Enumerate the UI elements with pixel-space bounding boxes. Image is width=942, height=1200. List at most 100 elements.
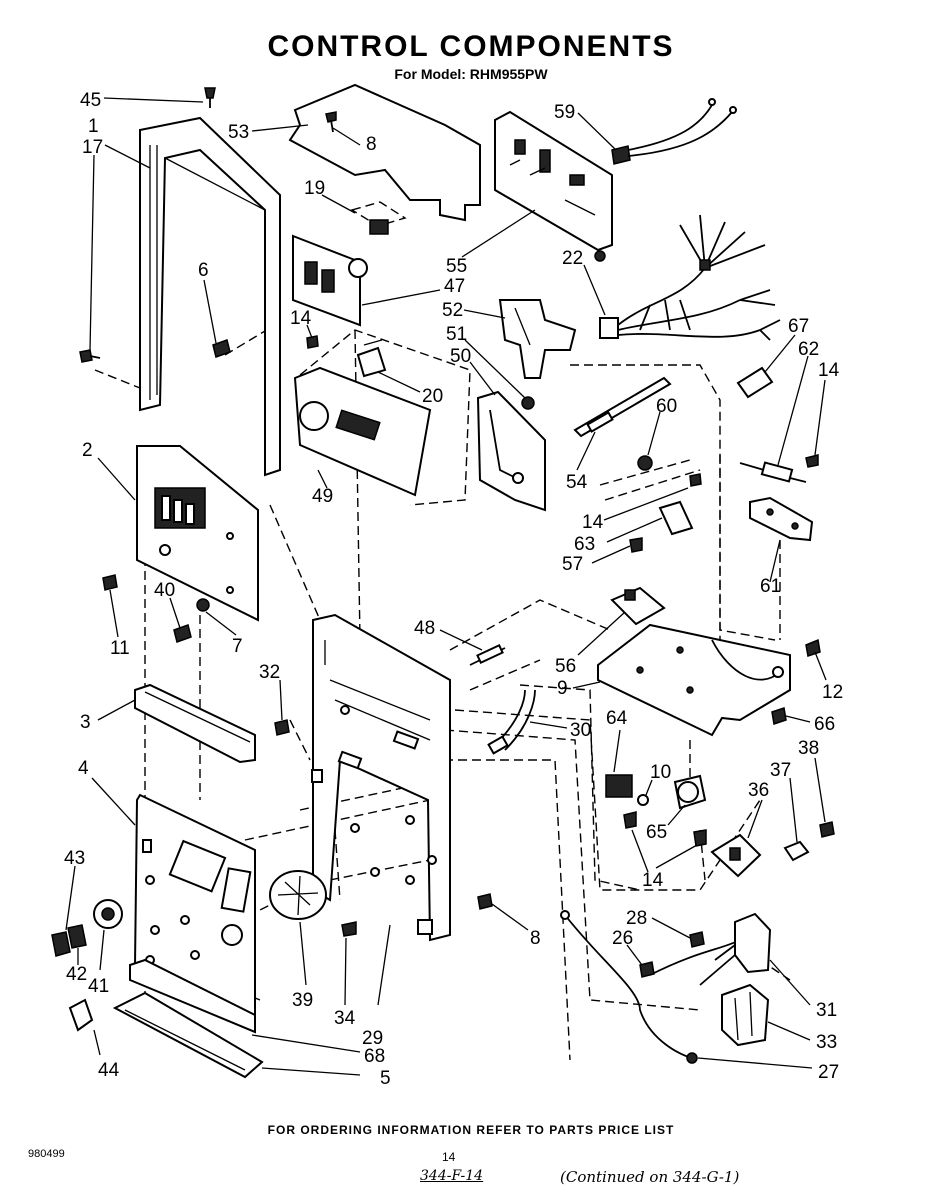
callout-1: 1 xyxy=(88,116,99,137)
callout-30: 30 xyxy=(570,720,591,741)
callout-63: 63 xyxy=(574,534,595,555)
callout-66: 66 xyxy=(814,714,835,735)
callout-45: 45 xyxy=(80,90,101,111)
callout-40: 40 xyxy=(154,580,175,601)
part-screw-32 xyxy=(274,719,290,736)
part-bracket-50 xyxy=(476,390,546,512)
part-timer-47 xyxy=(292,234,368,327)
callout-56: 56 xyxy=(555,656,576,677)
callout-52: 52 xyxy=(442,300,463,321)
part-screw-66 xyxy=(771,707,787,725)
page-number: 14 xyxy=(442,1150,456,1164)
callout-14-b: 14 xyxy=(818,360,840,381)
part-knob-44 xyxy=(68,998,94,1032)
callout-8-top: 8 xyxy=(366,134,377,155)
leader-lines xyxy=(65,97,827,1076)
part-relay-19 xyxy=(350,201,407,235)
part-wiring-harness-22 xyxy=(599,214,781,341)
part-screw-10 xyxy=(637,794,649,806)
callout-50: 50 xyxy=(450,346,471,367)
part-screw-11 xyxy=(102,574,118,591)
callout-55: 55 xyxy=(446,256,467,277)
callout-67: 67 xyxy=(788,316,809,337)
part-tube-30 xyxy=(487,689,536,755)
part-trim-3 xyxy=(134,683,256,764)
part-knob-43 xyxy=(51,931,71,957)
part-knob-41 xyxy=(93,899,123,929)
callout-36: 36 xyxy=(748,780,769,801)
callout-14-d: 14 xyxy=(642,870,664,891)
callout-10: 10 xyxy=(650,762,671,783)
part-screw-45 xyxy=(204,87,216,108)
part-switch-56 xyxy=(610,586,666,626)
callout-14-a: 14 xyxy=(290,308,312,329)
callout-17: 17 xyxy=(82,137,103,158)
part-screw-38 xyxy=(819,821,835,838)
callout-11: 11 xyxy=(110,638,130,659)
part-rod-54 xyxy=(573,376,672,438)
handwritten-reference: 344-F-14 xyxy=(420,1168,484,1184)
model-subtitle: For Model: RHM955PW xyxy=(394,66,548,82)
callout-64: 64 xyxy=(606,708,628,729)
callout-26: 26 xyxy=(612,928,633,949)
callout-48: 48 xyxy=(414,618,435,639)
document-code: 980499 xyxy=(28,1148,65,1160)
part-knob-40 xyxy=(173,624,192,643)
part-wiring-26-27 xyxy=(560,910,741,1064)
callout-61: 61 xyxy=(760,576,781,597)
callout-7: 7 xyxy=(232,636,243,657)
callout-59: 59 xyxy=(554,102,575,123)
part-dial-39 xyxy=(269,870,327,920)
callout-3: 3 xyxy=(80,712,91,733)
part-nut-51 xyxy=(521,396,535,410)
part-cylinder-67 xyxy=(736,366,774,399)
callout-49: 49 xyxy=(312,486,333,507)
part-screw-14-a xyxy=(306,335,319,349)
part-clip-63 xyxy=(658,500,694,536)
callout-9: 9 xyxy=(557,678,568,699)
callout-41: 41 xyxy=(88,976,109,997)
callout-62: 62 xyxy=(798,339,819,360)
part-base-5 xyxy=(112,991,264,1079)
callout-43: 43 xyxy=(64,848,85,869)
part-transformer-33 xyxy=(721,983,770,1047)
callout-4: 4 xyxy=(78,758,89,779)
callout-54: 54 xyxy=(566,472,588,493)
callout-37: 37 xyxy=(770,760,791,781)
callout-22: 22 xyxy=(562,248,583,269)
part-bracket-64 xyxy=(605,774,633,798)
callout-2: 2 xyxy=(82,440,93,461)
part-screw-17 xyxy=(79,349,101,363)
part-display-board-49 xyxy=(293,366,432,497)
part-base-68 xyxy=(129,958,256,1034)
part-mounting-plate-9 xyxy=(597,623,791,737)
part-main-panel-29 xyxy=(311,613,451,942)
part-bracket-53 xyxy=(288,83,481,222)
callout-20: 20 xyxy=(422,386,443,407)
part-front-plate-2 xyxy=(136,445,259,622)
callout-34: 34 xyxy=(334,1008,356,1029)
part-bracket-61 xyxy=(749,496,814,542)
part-screw-8-lower xyxy=(477,893,493,910)
callout-6: 6 xyxy=(198,260,209,281)
callout-39: 39 xyxy=(292,990,313,1011)
part-screw-57 xyxy=(629,537,643,553)
callout-31: 31 xyxy=(816,1000,837,1021)
part-probe-48 xyxy=(469,643,506,666)
part-screw-34 xyxy=(341,921,357,937)
part-screw-6 xyxy=(212,339,231,358)
part-screw-14-d xyxy=(623,811,707,847)
callout-5: 5 xyxy=(380,1068,391,1089)
callout-32: 32 xyxy=(259,662,280,683)
assembly-guide-lines xyxy=(94,324,791,1061)
callout-33: 33 xyxy=(816,1032,837,1053)
part-thermostat-65 xyxy=(673,774,707,810)
callout-60: 60 xyxy=(656,396,677,417)
callout-42: 42 xyxy=(66,964,87,985)
callout-19: 19 xyxy=(304,178,325,199)
part-resistor-62 xyxy=(739,461,807,483)
part-knob-42 xyxy=(67,924,87,949)
callout-68: 68 xyxy=(364,1046,385,1067)
part-nut-7 xyxy=(196,598,210,612)
